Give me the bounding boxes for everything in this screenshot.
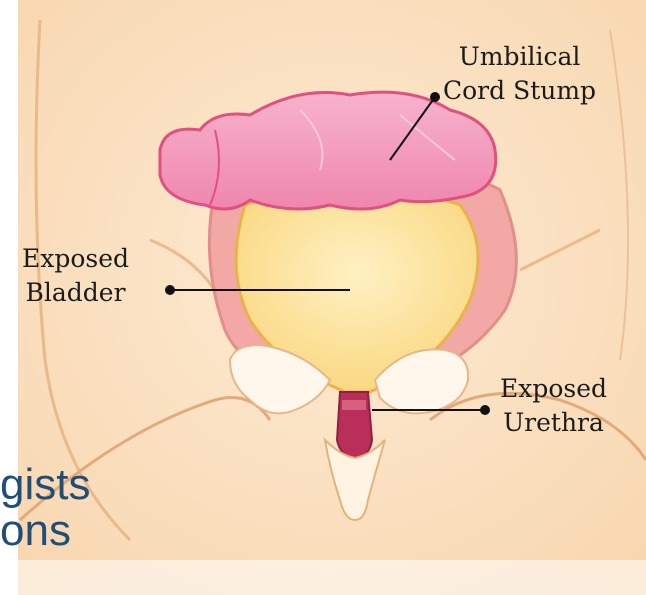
umbilical-cord-label: Umbilical Cord Stump: [443, 40, 596, 108]
umbilical-label-line1: Umbilical: [443, 40, 596, 74]
slide-text-line2: ons: [0, 508, 90, 554]
bladder-label: Exposed Bladder: [22, 242, 129, 310]
urethra-leader-dot: [480, 405, 490, 415]
bottom-fade: [18, 560, 646, 595]
urethra-label: Exposed Urethra: [500, 372, 607, 440]
umbilical-leader-dot: [430, 92, 440, 102]
urethra-label-line2: Urethra: [500, 406, 607, 440]
bladder-label-line1: Exposed: [22, 242, 129, 276]
urethra-label-line1: Exposed: [500, 372, 607, 406]
bladder-label-line2: Bladder: [22, 276, 129, 310]
slide-text-line1: gists: [0, 462, 90, 508]
bladder-leader-dot: [165, 285, 175, 295]
urethra-highlight: [342, 400, 366, 410]
slide-text-fragment: gists ons: [0, 462, 90, 554]
umbilical-label-line2: Cord Stump: [443, 74, 596, 108]
